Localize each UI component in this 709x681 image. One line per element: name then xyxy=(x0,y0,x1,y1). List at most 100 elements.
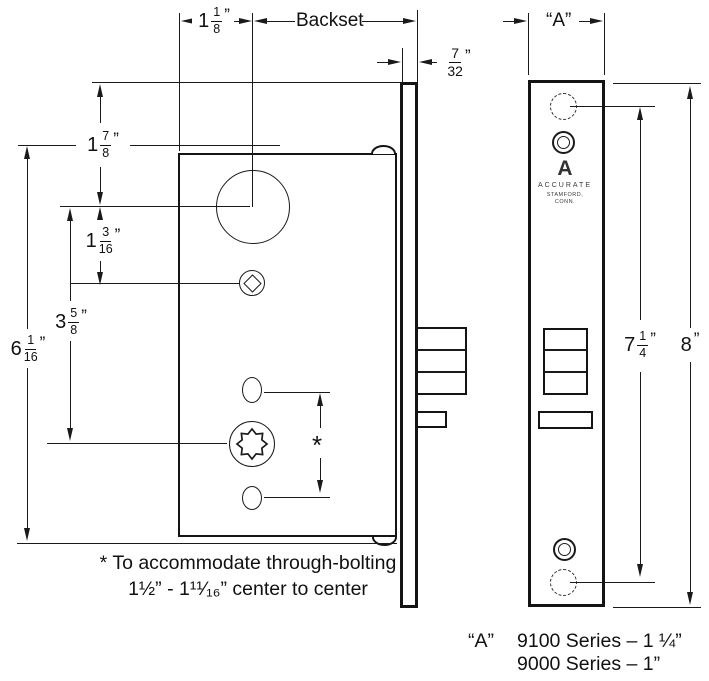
dimension-line xyxy=(362,21,403,23)
inch-mark: ” xyxy=(39,333,46,352)
arrowhead xyxy=(590,17,603,24)
dimension-line xyxy=(690,99,692,328)
arrowhead xyxy=(23,146,30,159)
thumbturn-star xyxy=(235,427,269,461)
backset-label: Backset xyxy=(296,10,364,32)
latch-cutout-divider xyxy=(544,371,587,373)
inch-mark: ” xyxy=(224,5,230,24)
latch-bolt-divider xyxy=(417,371,466,373)
arrowhead xyxy=(316,480,323,493)
dim-whole: 1 xyxy=(198,10,210,32)
dimension-line xyxy=(100,167,102,192)
a-dim-label: “A” xyxy=(546,10,572,32)
extension-line xyxy=(604,13,606,75)
arrowhead xyxy=(66,428,73,441)
dim-whole: 3 xyxy=(55,311,67,333)
arrowhead xyxy=(403,17,416,24)
dimension-line xyxy=(100,261,102,272)
extension-line xyxy=(60,206,250,208)
extension-line xyxy=(130,145,280,147)
arrowhead xyxy=(514,17,527,24)
dimension-line xyxy=(27,159,29,329)
arrowhead xyxy=(96,84,103,97)
inch-mark: ” xyxy=(114,225,121,244)
extension-line xyxy=(402,48,404,82)
dimension-line xyxy=(640,372,642,564)
extension-line xyxy=(613,607,701,609)
dim-whole: 7 xyxy=(624,334,636,356)
dimension-line xyxy=(640,120,642,320)
arrowhead xyxy=(254,17,267,24)
dimension-line xyxy=(70,341,72,428)
aux-latch-side xyxy=(416,411,447,428)
legend-series-9100: 9100 Series – 1 ¼” xyxy=(517,630,682,652)
arrowhead xyxy=(181,17,194,24)
thru-bolt-slot-top xyxy=(242,377,262,403)
dimension-line xyxy=(267,21,295,23)
dimension-line xyxy=(320,458,322,480)
brand-logo-state: CONN. xyxy=(554,199,576,205)
dim-whole: 8 xyxy=(680,334,692,356)
arrowhead xyxy=(239,17,252,24)
dimension-line xyxy=(579,21,591,23)
arrowhead xyxy=(66,208,73,221)
extension-line xyxy=(47,443,227,445)
aux-cutout-front xyxy=(538,411,593,429)
dimension-line xyxy=(100,97,102,123)
dim-whole: 1 xyxy=(85,230,97,252)
arrowhead xyxy=(636,107,643,120)
latch-cutout-divider xyxy=(544,349,587,351)
latch-bolt-divider xyxy=(417,349,466,351)
brand-logo-city: STAMFORD, xyxy=(546,192,584,198)
extension-line xyxy=(17,543,397,545)
extension-line xyxy=(70,283,240,285)
extension-line xyxy=(613,83,701,85)
legend-a-label: “A” xyxy=(468,630,494,652)
dim-whole: 6 xyxy=(10,338,22,360)
asterisk-marker: * xyxy=(312,430,323,460)
inch-mark: ” xyxy=(81,306,87,325)
extension-line xyxy=(18,145,78,147)
arrowhead xyxy=(316,393,323,406)
footnote-line2: 1½” - 1¹¹⁄₁₆” center to center xyxy=(128,578,368,600)
arrowhead xyxy=(96,272,103,285)
dimension-line xyxy=(690,362,692,592)
inch-mark: ” xyxy=(650,329,656,348)
leader-line xyxy=(264,392,330,394)
top-screw-hole-inner xyxy=(557,136,570,149)
arrowhead xyxy=(686,592,693,605)
arrowhead xyxy=(96,192,103,205)
arrowhead xyxy=(686,86,693,99)
arrowhead xyxy=(388,58,401,65)
centerline xyxy=(252,13,254,207)
dim-8: 8” xyxy=(672,328,708,362)
inch-mark: ” xyxy=(464,46,471,65)
extension-line xyxy=(417,10,419,82)
dim-whole: 1 xyxy=(87,134,99,156)
dimension-line xyxy=(70,221,72,301)
extension-line xyxy=(528,13,530,75)
case-bottom-tab xyxy=(372,537,397,546)
footnote-line1: * To accommodate through-bolting xyxy=(99,552,397,574)
arrowhead xyxy=(23,528,30,541)
dimension-line xyxy=(503,21,515,23)
leader-line xyxy=(264,497,330,499)
leader-line xyxy=(570,582,655,584)
arrowhead xyxy=(96,207,103,220)
legend-series-9000: 9000 Series – 1” xyxy=(517,653,661,675)
